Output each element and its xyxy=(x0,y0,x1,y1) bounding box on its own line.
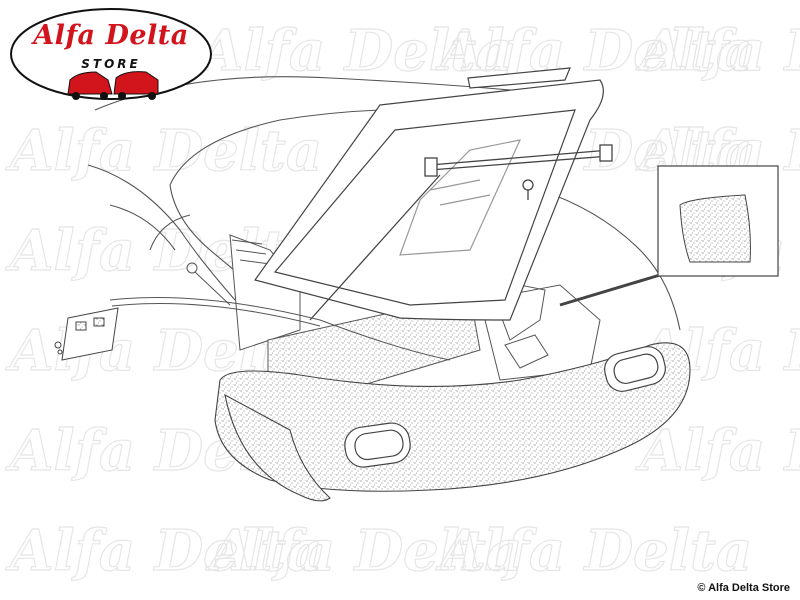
tail-light-openings xyxy=(344,346,666,468)
watermark-text: Alfa Delta xyxy=(635,418,800,484)
carpet-pad-detail-icon xyxy=(679,194,751,263)
watermark-text: Alfa Delta xyxy=(435,18,752,84)
logo-brand-text: Alfa Delta xyxy=(33,20,189,51)
lid-stay-rod xyxy=(309,144,613,321)
logo-store-text: STORE xyxy=(81,57,141,71)
boot-lid xyxy=(254,67,604,321)
license-plate-bracket xyxy=(54,307,119,361)
release-cable xyxy=(109,262,451,361)
copyright-notice: © Alfa Delta Store xyxy=(697,582,790,594)
watermark-text: Alfa Delta xyxy=(5,118,322,184)
carpet-detail-callout xyxy=(559,165,779,307)
watermark-text: Alfa Delta xyxy=(205,518,522,584)
watermark-text: Alfa Delta xyxy=(5,518,322,584)
trunk-carpet xyxy=(214,342,691,502)
red-car-icon xyxy=(67,71,159,100)
watermark-text: Alfa Delta xyxy=(195,18,512,84)
watermark-text: Alfa Delta xyxy=(635,18,800,84)
store-logo[interactable]: Alfa Delta STORE xyxy=(8,6,214,106)
watermark-text: Alfa Delta xyxy=(435,518,752,584)
logo-oval xyxy=(10,8,212,100)
